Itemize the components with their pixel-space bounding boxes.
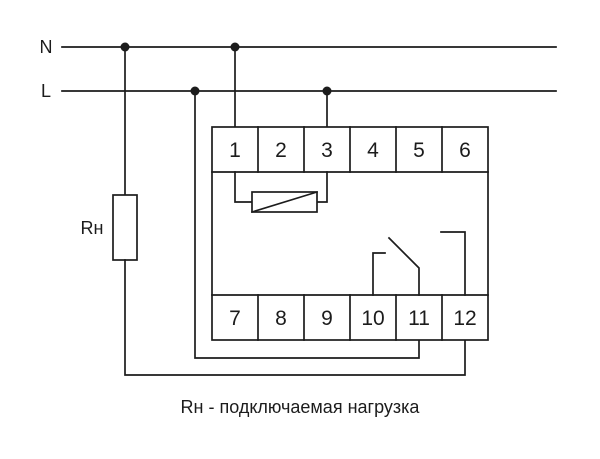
terminal-number-11: 11: [408, 307, 430, 330]
terminal-number-12: 12: [453, 307, 476, 330]
neutral-label: N: [40, 37, 53, 57]
junction-dot-neutral-supply: [230, 42, 240, 52]
terminal-number-9: 9: [321, 307, 333, 330]
contact-no-stub-terminal12: [440, 231, 466, 296]
terminal-number-2: 2: [275, 139, 287, 162]
terminal-number-8: 8: [275, 307, 287, 330]
phase-to-terminal11-wire: [194, 90, 420, 359]
terminal-number-5: 5: [413, 139, 425, 162]
terminal-number-4: 4: [367, 139, 379, 162]
terminal-dividers-bottom: [257, 294, 443, 341]
load-to-terminal12-wire: [124, 259, 466, 376]
junction-dot-phase-contact: [190, 86, 200, 96]
phase-label: L: [41, 81, 51, 101]
contact-common-blade-terminal11: [387, 236, 420, 296]
terminal-number-3: 3: [321, 139, 333, 162]
diagram-caption: Rн - подключаемая нагрузка: [181, 397, 421, 417]
contact-nc-stub-terminal10: [372, 252, 386, 296]
terminal-number-1: 1: [229, 139, 241, 162]
coil-lead-right: [316, 171, 328, 203]
coil-lead-left: [234, 171, 253, 203]
load-resistor-symbol: [112, 194, 138, 261]
load-label: Rн: [81, 218, 104, 238]
junction-dot-neutral-load: [120, 42, 130, 52]
terminal-number-7: 7: [229, 307, 241, 330]
coil-diagonal: [250, 190, 319, 214]
junction-dot-phase-supply: [322, 86, 332, 96]
terminal-number-10: 10: [361, 307, 384, 330]
terminal-number-6: 6: [459, 139, 471, 162]
terminal-dividers-top: [257, 126, 443, 173]
